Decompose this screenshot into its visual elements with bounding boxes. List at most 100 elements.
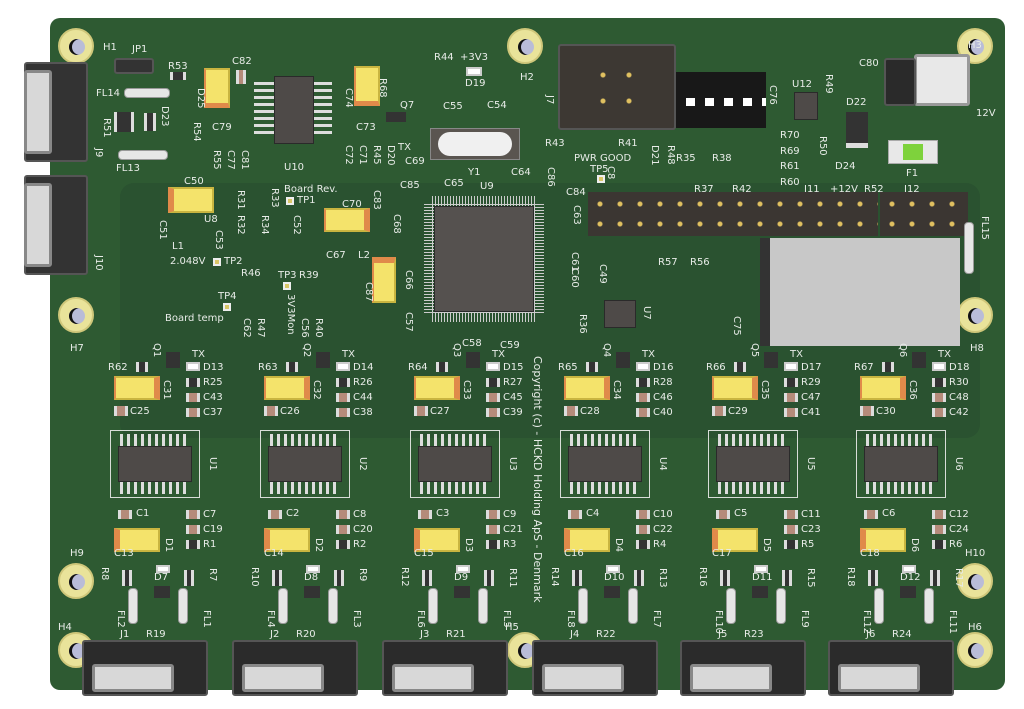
label-r50: R50 xyxy=(817,136,828,156)
label-fb: FL9 xyxy=(799,610,810,628)
label-u7: U7 xyxy=(641,306,652,320)
dip-switch[interactable] xyxy=(676,72,766,128)
label-tp1: TP1 xyxy=(297,195,316,206)
label-j: J3 xyxy=(420,629,430,640)
cap-cd xyxy=(636,525,650,534)
label-c73: C73 xyxy=(356,122,376,133)
label-h1: H1 xyxy=(103,42,117,53)
connector-j9-housing xyxy=(24,70,52,154)
led-tx xyxy=(636,362,650,371)
label-h5: H5 xyxy=(505,622,519,633)
label-q: Q5 xyxy=(749,343,760,358)
cap-cb xyxy=(268,510,282,519)
led-tx xyxy=(186,362,200,371)
tantalum-cap-ct xyxy=(564,376,610,400)
cap-c3 xyxy=(564,406,578,416)
label-h3: H3 xyxy=(968,40,982,51)
mounting-hole-h9 xyxy=(58,563,94,599)
ic-u xyxy=(568,446,642,482)
label-rj: R23 xyxy=(744,629,764,640)
header-j7-pins xyxy=(590,62,652,112)
label-d: D16 xyxy=(653,362,674,373)
ferrite-fb xyxy=(628,588,638,624)
label-q: Q1 xyxy=(151,343,162,358)
resistor-rc xyxy=(184,570,194,586)
label-d20-tx: TX xyxy=(398,142,411,153)
resistor-r53 xyxy=(170,72,186,80)
ic-u12 xyxy=(794,92,818,120)
cap-cd xyxy=(784,525,798,534)
tantalum-cap-ct xyxy=(414,376,460,400)
cap-cc xyxy=(486,510,500,519)
header-j11[interactable] xyxy=(588,192,878,236)
connector-housing xyxy=(690,664,772,692)
label-fl14: FL14 xyxy=(96,88,121,99)
label-ct: C34 xyxy=(611,380,622,400)
ferrite-fa xyxy=(726,588,736,624)
label-q: Q6 xyxy=(897,343,908,358)
resistor-ra xyxy=(868,570,878,586)
label-fb: FL7 xyxy=(651,610,662,628)
label-fb: FL3 xyxy=(351,610,362,628)
connector-housing xyxy=(242,664,324,692)
label-rq: R62 xyxy=(108,362,128,373)
label-u9: U9 xyxy=(480,181,494,192)
label-c70: C70 xyxy=(342,199,362,210)
cap-c1 xyxy=(186,393,200,402)
label-r1: R28 xyxy=(653,377,673,388)
diode-dc xyxy=(900,586,916,598)
resistor-ra xyxy=(422,570,432,586)
cap-cd xyxy=(486,525,500,534)
testpoint-tp5[interactable] xyxy=(597,175,605,183)
testpoint-tp4[interactable] xyxy=(223,303,231,311)
label-c8-top: C8 xyxy=(605,166,616,180)
label-ct: C35 xyxy=(759,380,770,400)
label-fb: FL11 xyxy=(947,610,958,635)
header-j12[interactable] xyxy=(880,192,968,236)
led-dc xyxy=(156,565,170,573)
label-jp1: JP1 xyxy=(132,44,148,55)
cap-c2 xyxy=(784,408,798,417)
label-r37: R37 xyxy=(694,184,714,195)
label-rb: R1 xyxy=(203,539,217,550)
label-rj: R20 xyxy=(296,629,316,640)
testpoint-tp2[interactable] xyxy=(213,258,221,266)
label-rb: R2 xyxy=(353,539,367,550)
label-r48: R48 xyxy=(665,145,676,165)
ferrite-fl13 xyxy=(118,150,168,160)
label-j: J5 xyxy=(718,629,728,640)
label-tx: TX xyxy=(642,349,655,360)
label-r54: R54 xyxy=(191,122,202,142)
label-cc: C9 xyxy=(503,509,517,520)
label-2048v: 2.048V xyxy=(170,256,206,267)
label-j: J6 xyxy=(866,629,876,640)
label-l1: L1 xyxy=(172,241,184,252)
power-connector-body xyxy=(884,58,916,106)
label-c77: C77 xyxy=(225,150,236,170)
label-db: D1 xyxy=(163,538,174,553)
label-c2: C40 xyxy=(653,407,673,418)
label-r1: R29 xyxy=(801,377,821,388)
mcu-u9 xyxy=(434,206,534,312)
label-rb: R4 xyxy=(653,539,667,550)
label-fl13: FL13 xyxy=(116,163,141,174)
label-c71: C71 xyxy=(357,145,368,165)
label-ct: C32 xyxy=(311,380,322,400)
resistor-rb xyxy=(336,540,350,549)
resistor-ra xyxy=(572,570,582,586)
label-fa: FL8 xyxy=(565,610,576,628)
label-c84: C84 xyxy=(566,187,586,198)
ic-u10 xyxy=(274,76,314,144)
label-d: D17 xyxy=(801,362,822,373)
resistor-r51 xyxy=(114,112,134,132)
label-ra: R16 xyxy=(697,567,708,587)
label-cb: C3 xyxy=(436,508,450,519)
tantalum-cap-c87 xyxy=(372,257,396,303)
testpoint-tp3[interactable] xyxy=(283,282,291,290)
label-rc: R9 xyxy=(357,568,368,582)
testpoint-tp1[interactable] xyxy=(286,197,294,205)
cap-c2 xyxy=(186,408,200,417)
led-dc xyxy=(754,565,768,573)
label-c2: C38 xyxy=(353,407,373,418)
label-c65: C65 xyxy=(444,178,464,189)
